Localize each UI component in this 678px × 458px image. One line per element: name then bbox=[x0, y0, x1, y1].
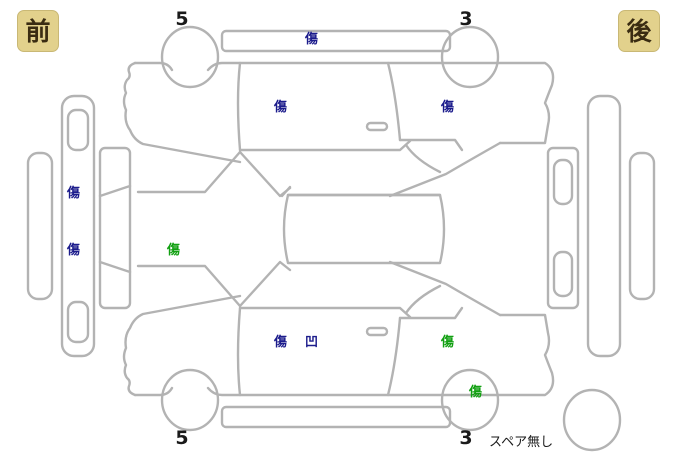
lower-rear-shoulder bbox=[388, 260, 502, 317]
lower-quarter-line bbox=[404, 284, 442, 315]
front-grille-divider-lower bbox=[98, 260, 132, 274]
roof-panel bbox=[282, 193, 446, 265]
damage-mark-lower-front-door: 凹 bbox=[305, 335, 319, 350]
wheel-grade-front-left: 5 bbox=[175, 8, 189, 30]
wheel-front-left bbox=[160, 25, 220, 89]
upper-a-pillar-right bbox=[136, 150, 242, 194]
wheel-front-right bbox=[160, 368, 220, 432]
lower-a-pillar-right bbox=[136, 264, 242, 308]
lower-rear-door-line bbox=[398, 306, 464, 320]
upper-cowl-line bbox=[236, 61, 242, 152]
spare-tire-label: スペア無し bbox=[489, 435, 554, 450]
upper-windshield-edge bbox=[280, 185, 292, 198]
wheel-grade-rear-left: 3 bbox=[459, 8, 473, 30]
damage-mark-hood: 傷 bbox=[167, 243, 181, 258]
badge-rear: 後 bbox=[618, 10, 660, 52]
upper-rear-shoulder bbox=[388, 141, 502, 198]
front-bumper-outer-bar bbox=[26, 151, 54, 301]
upper-body-outline bbox=[133, 61, 555, 145]
lower-a-pillar-left bbox=[238, 260, 292, 308]
lower-cowl-line bbox=[236, 306, 242, 397]
damage-mark-upper-rear-quarter: 傷 bbox=[441, 100, 455, 115]
upper-rear-door-line bbox=[398, 138, 464, 152]
damage-mark-lower-front-door: 傷 bbox=[274, 335, 288, 350]
rear-bumper-main bbox=[586, 94, 622, 358]
upper-quarter-line bbox=[404, 143, 442, 174]
front-bumper-main bbox=[60, 94, 96, 358]
upper-front-fender-outline bbox=[122, 61, 242, 164]
front-light-upper-left bbox=[66, 108, 90, 152]
lower-front-door-line bbox=[386, 316, 402, 397]
lower-sill-bar bbox=[220, 405, 452, 429]
rear-taillight-upper bbox=[552, 158, 574, 206]
wheel-rear-right bbox=[440, 368, 500, 432]
wheel-grade-front-right: 5 bbox=[175, 427, 189, 449]
door-handle-lower bbox=[365, 326, 389, 337]
front-light-lower-left bbox=[66, 300, 90, 344]
wheel-grade-rear-right: 3 bbox=[459, 427, 473, 449]
upper-a-pillar-left bbox=[238, 150, 292, 198]
upper-sill-bar bbox=[220, 29, 452, 53]
damage-mark-front-bumper-upper: 傷 bbox=[67, 186, 81, 201]
badge-front: 前 bbox=[17, 10, 59, 52]
rear-bumper-outer-bar bbox=[628, 151, 656, 301]
front-grille-panel bbox=[98, 146, 132, 310]
upper-belt-line bbox=[238, 139, 412, 152]
damage-mark-lower-rear-quarter: 傷 bbox=[441, 335, 455, 350]
lower-body-outline bbox=[133, 313, 555, 397]
lower-belt-line bbox=[238, 306, 412, 319]
spare-wheel-absent-circle bbox=[562, 388, 622, 452]
rear-taillight-lower bbox=[552, 250, 574, 298]
upper-front-door-line bbox=[386, 61, 402, 142]
lower-front-fender-outline bbox=[122, 294, 242, 397]
damage-mark-rear-right-wheel: 傷 bbox=[469, 385, 483, 400]
damage-mark-upper-front-door: 傷 bbox=[274, 100, 288, 115]
front-grille-divider-upper bbox=[98, 184, 132, 198]
rear-panel-inner bbox=[546, 146, 580, 310]
door-handle-upper bbox=[365, 121, 389, 132]
damage-mark-front-bumper-lower: 傷 bbox=[67, 243, 81, 258]
damage-mark-upper-sill-bar: 傷 bbox=[305, 32, 319, 47]
wheel-rear-left bbox=[440, 25, 500, 89]
